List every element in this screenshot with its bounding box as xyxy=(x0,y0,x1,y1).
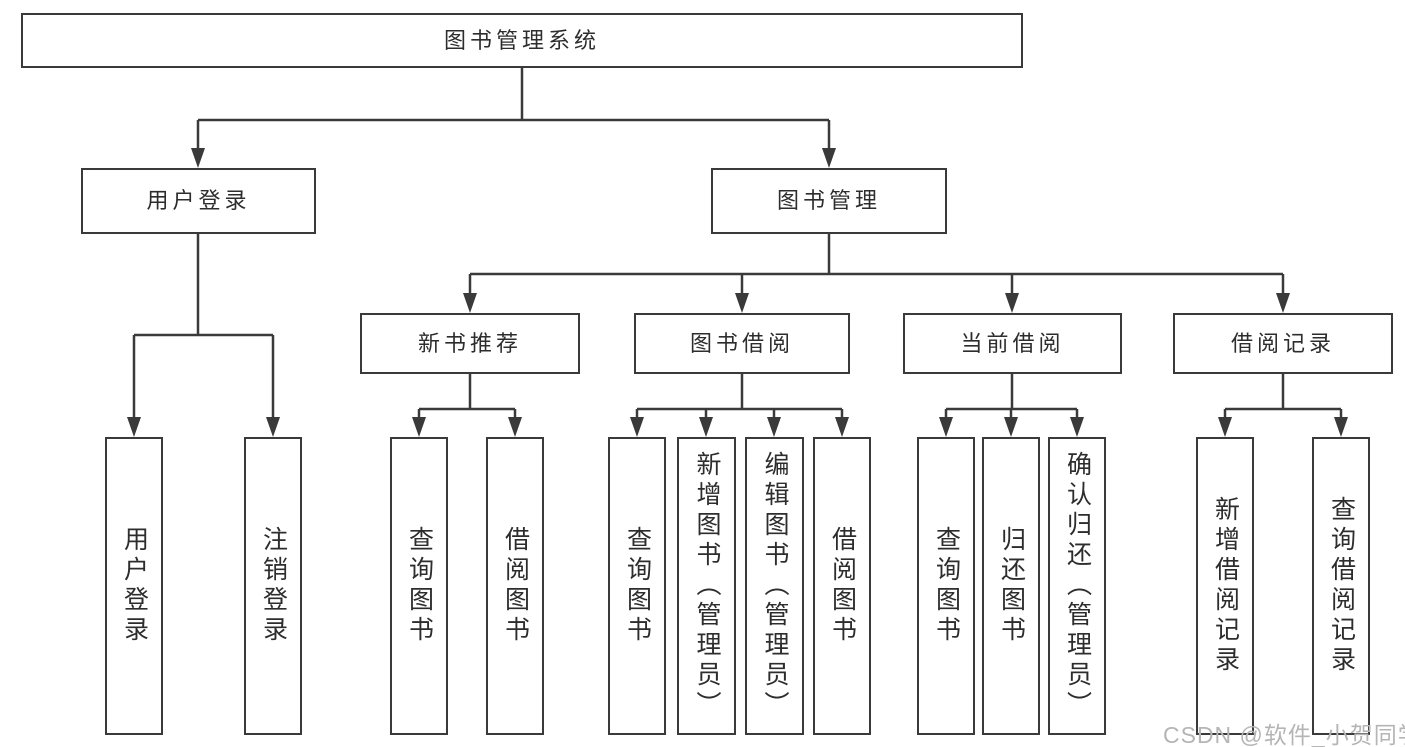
leaf-current-confirm: 确认归还（管理员） xyxy=(1048,437,1106,735)
arrowhead-icons xyxy=(127,148,1348,437)
node-book-borrow: 图书借阅 xyxy=(634,313,850,374)
leaf-current-return: 归还图书 xyxy=(982,437,1040,735)
node-current-borrow-label: 当前借阅 xyxy=(960,330,1065,356)
leaf-borrow-borrow-label: 借阅图书 xyxy=(828,526,857,646)
node-new-book-recommend: 新书推荐 xyxy=(360,313,580,374)
leaf-current-query: 查询图书 xyxy=(917,437,975,735)
leaf-record-query-label: 查询借阅记录 xyxy=(1327,496,1356,676)
leaf-borrow-query: 查询图书 xyxy=(608,437,666,735)
node-root-label: 图书管理系统 xyxy=(443,27,600,53)
node-borrow-records: 借阅记录 xyxy=(1173,313,1393,374)
leaf-current-confirm-label: 确认归还（管理员） xyxy=(1063,451,1092,721)
node-book-management: 图书管理 xyxy=(711,168,947,234)
leaf-current-query-label: 查询图书 xyxy=(932,526,961,646)
leaf-user-login-label: 用户登录 xyxy=(120,526,149,646)
node-new-book-recommend-label: 新书推荐 xyxy=(417,330,522,356)
node-user-login: 用户登录 xyxy=(81,168,316,234)
node-book-borrow-label: 图书借阅 xyxy=(689,330,794,356)
leaf-borrow-borrow: 借阅图书 xyxy=(813,437,871,735)
node-root: 图书管理系统 xyxy=(21,13,1023,68)
connector-paths xyxy=(132,68,1343,419)
leaf-logout: 注销登录 xyxy=(244,437,302,735)
leaf-newbook-query-label: 查询图书 xyxy=(405,526,434,646)
leaf-newbook-borrow: 借阅图书 xyxy=(486,437,544,735)
leaf-borrow-edit: 编辑图书（管理员） xyxy=(745,437,804,735)
node-borrow-records-label: 借阅记录 xyxy=(1230,330,1335,356)
leaf-borrow-add: 新增图书（管理员） xyxy=(677,437,736,735)
node-user-login-label: 用户登录 xyxy=(146,188,251,213)
leaf-borrow-edit-label: 编辑图书（管理员） xyxy=(761,451,789,721)
leaf-newbook-borrow-label: 借阅图书 xyxy=(501,526,530,646)
leaf-newbook-query: 查询图书 xyxy=(390,437,448,735)
leaf-logout-label: 注销登录 xyxy=(259,526,288,646)
leaf-borrow-query-label: 查询图书 xyxy=(623,526,652,646)
node-book-management-label: 图书管理 xyxy=(776,188,881,213)
leaf-record-add-label: 新增借阅记录 xyxy=(1211,496,1240,676)
csdn-watermark: CSDN @软件_小贺同学 xyxy=(1163,722,1405,747)
node-current-borrow: 当前借阅 xyxy=(903,313,1122,374)
leaf-user-login: 用户登录 xyxy=(105,437,163,735)
leaf-current-return-label: 归还图书 xyxy=(997,526,1026,646)
leaf-borrow-add-label: 新增图书（管理员） xyxy=(693,451,721,721)
leaf-record-query: 查询借阅记录 xyxy=(1312,437,1370,735)
leaf-record-add: 新增借阅记录 xyxy=(1196,437,1254,735)
